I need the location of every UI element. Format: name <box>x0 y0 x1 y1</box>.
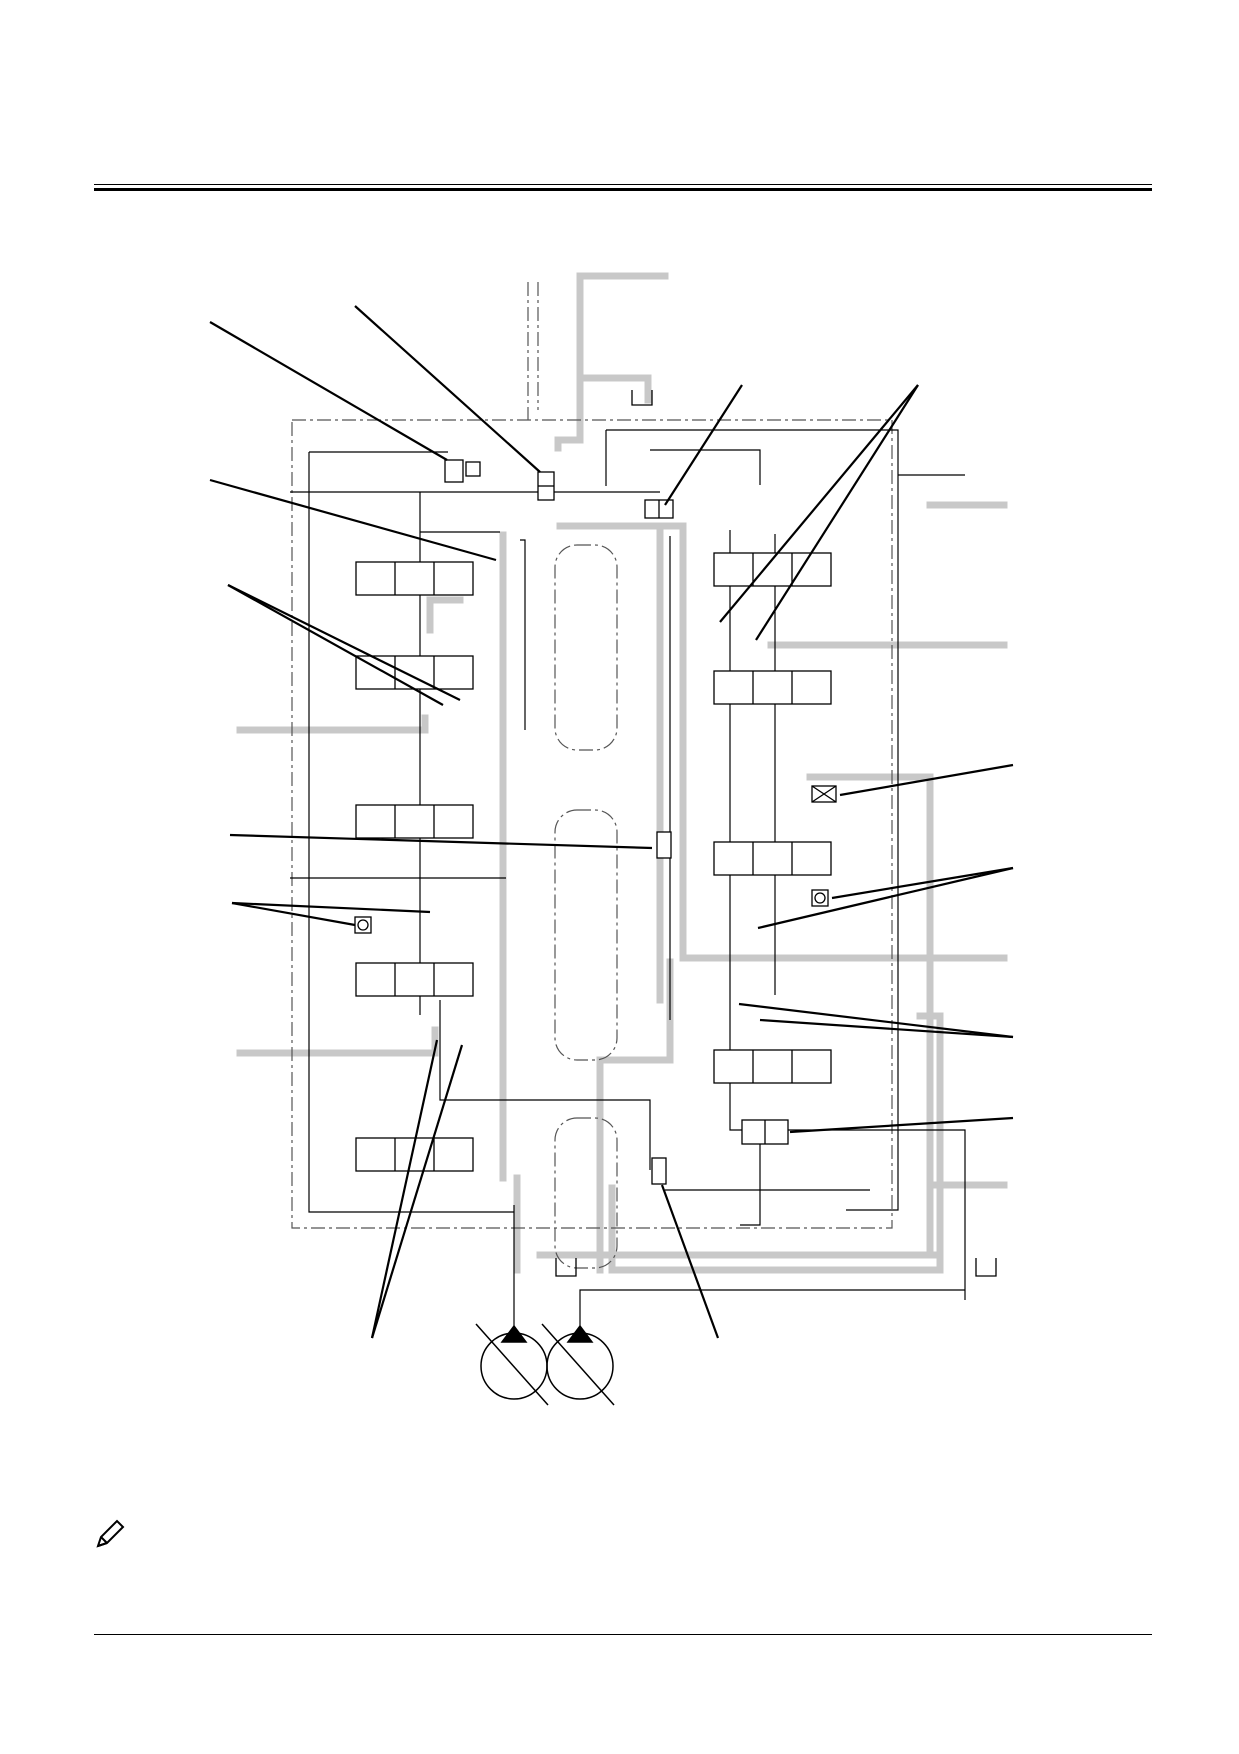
callout-arrows <box>209 305 1014 1339</box>
spool-left-2 <box>355 655 474 690</box>
spool-left-4 <box>355 962 474 997</box>
pencil-note-icon <box>96 1519 125 1548</box>
spool-right-2 <box>713 670 832 705</box>
check-valve-left <box>354 916 372 934</box>
header-rule-top <box>94 184 1152 185</box>
spool-left-3 <box>355 804 474 839</box>
cross-valve-right <box>811 785 837 803</box>
pump-2 <box>541 1323 615 1406</box>
selector-valve <box>741 1119 789 1145</box>
spool-valves <box>354 459 837 1185</box>
top-valve <box>644 499 674 519</box>
lower-center-valve <box>651 1157 667 1185</box>
highlighted-flow-paths <box>236 272 1008 1274</box>
spool-right-3 <box>713 841 832 876</box>
footer-rule <box>94 1634 1152 1635</box>
relief-valve-top <box>444 459 481 483</box>
check-valve-right <box>811 889 829 907</box>
header-rule-bottom <box>94 188 1152 191</box>
spool-left-1 <box>355 561 474 596</box>
spool-right-4 <box>713 1049 832 1084</box>
valve-block-outline <box>291 282 893 1269</box>
center-valve <box>656 831 672 859</box>
tank-symbols <box>555 390 997 1277</box>
solenoid-valve-top <box>537 471 555 501</box>
pump-1 <box>475 1323 549 1406</box>
